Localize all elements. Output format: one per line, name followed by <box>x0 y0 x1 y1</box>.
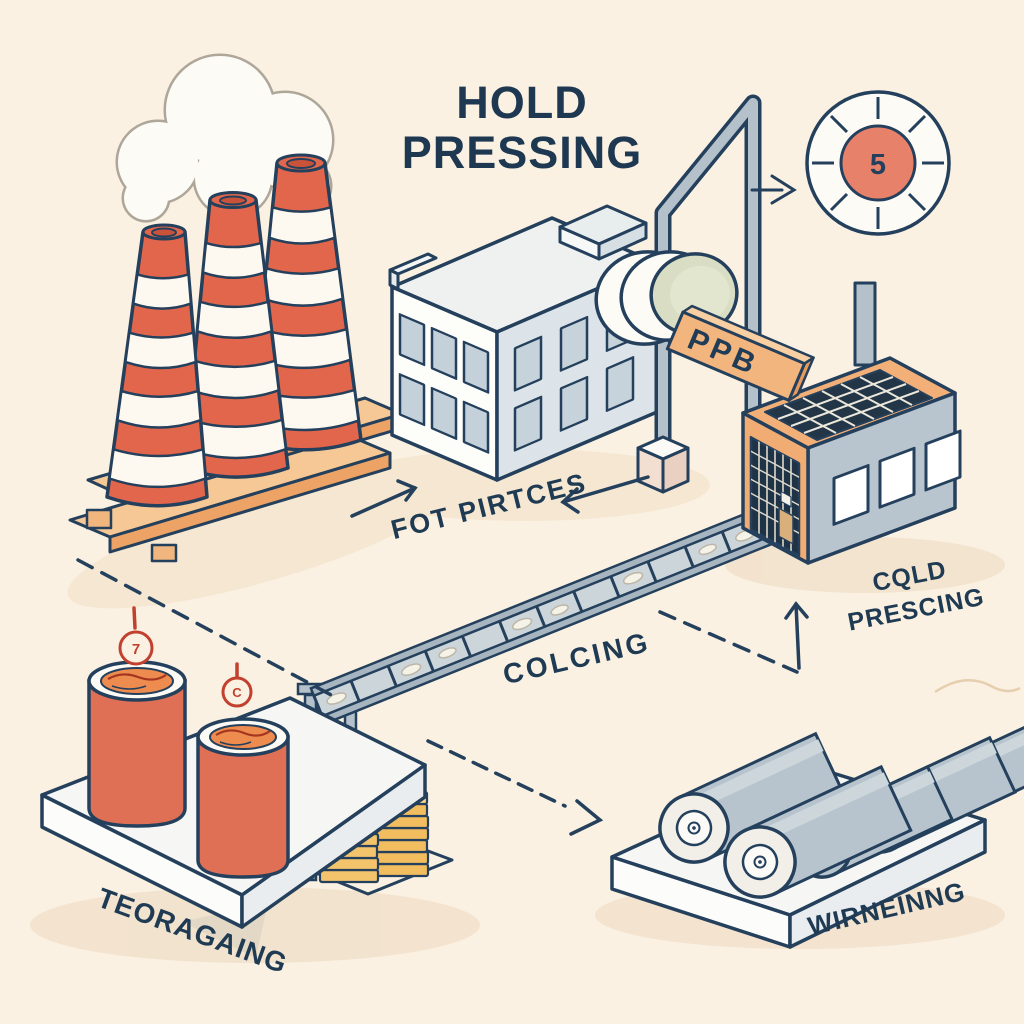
timer-gauge-icon: 5 <box>805 90 951 236</box>
machine-chimney <box>853 281 877 367</box>
steel-rolls <box>658 722 1024 899</box>
machine-top-grid <box>777 376 920 434</box>
page-title: HOLD PRESSING <box>322 78 722 177</box>
press-roller <box>594 250 739 346</box>
storage-pot <box>87 660 187 828</box>
striped-chimney-cones <box>105 153 363 508</box>
gauge-value: 5 <box>870 149 886 181</box>
title-line-1: HOLD <box>456 77 588 128</box>
chimney-cone <box>105 223 209 508</box>
steel-roll <box>723 764 913 899</box>
dashed-flow-line-1 <box>76 558 337 699</box>
building-windows-right <box>513 296 635 452</box>
factory-building <box>388 204 659 482</box>
steel-roll <box>658 731 847 864</box>
pressing-machine <box>741 281 962 565</box>
machine-windows <box>832 429 962 526</box>
ppb-badge: PPB <box>665 304 815 402</box>
gauge-arrow <box>750 174 797 205</box>
conveyor-belt <box>309 492 810 726</box>
machine-control-panel <box>749 435 801 557</box>
gauge-ticks <box>812 97 944 229</box>
dashed-flow-arrow <box>426 739 604 836</box>
decor-squiggle <box>934 679 1021 694</box>
pot-marker-icon: 7 <box>118 606 154 666</box>
arrow-down-left <box>560 475 650 514</box>
svg-text:7: 7 <box>132 641 140 658</box>
svg-text:C: C <box>232 685 242 700</box>
arrow-up <box>784 601 809 670</box>
pot-marker-icon: C <box>221 662 253 708</box>
frame-base-block <box>636 435 690 494</box>
conveyor-pieces <box>326 512 791 705</box>
title-line-2: PRESSING <box>401 126 643 178</box>
chimney-cone <box>182 191 290 479</box>
building-windows-left <box>398 313 490 454</box>
dashed-flow-line-2 <box>658 610 799 674</box>
storage-pot <box>196 717 290 879</box>
arrow-up-right <box>350 479 418 518</box>
